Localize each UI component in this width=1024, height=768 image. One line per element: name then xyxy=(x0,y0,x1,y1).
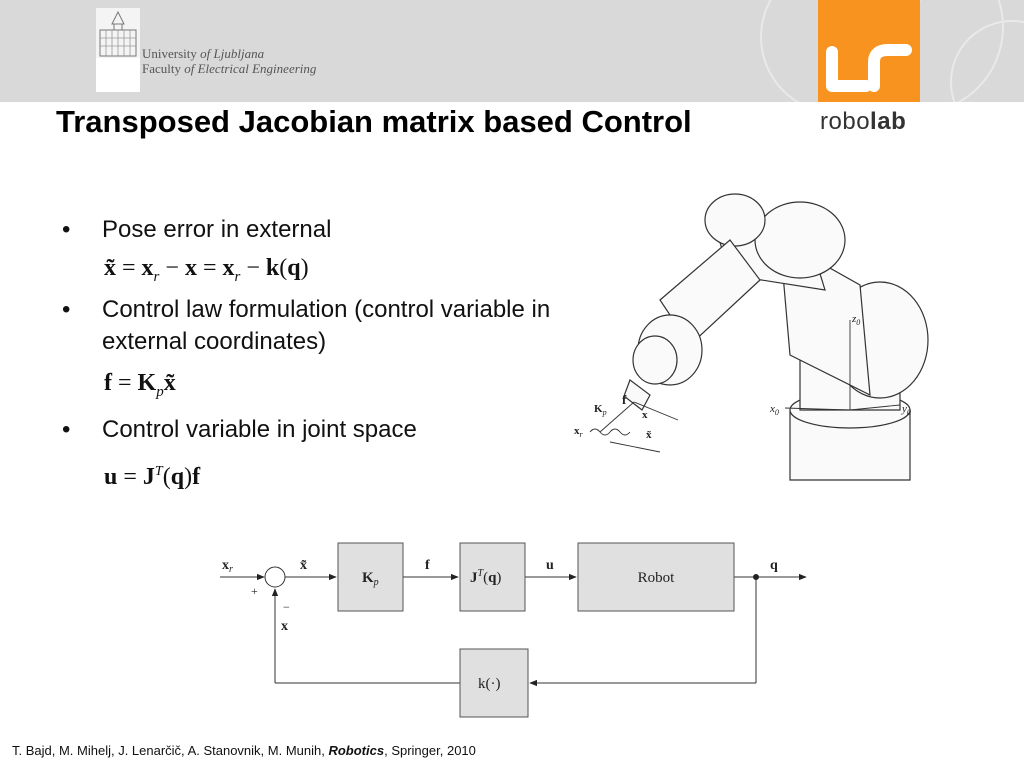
xr-label: xr xyxy=(574,425,584,439)
kinematics-block xyxy=(459,648,529,718)
error-label: x̃ xyxy=(300,558,307,573)
robolab-logo xyxy=(818,0,920,102)
bullet-text: Control law formulation (control variabl… xyxy=(102,296,551,355)
signal-u-label: u xyxy=(546,558,554,573)
robot-block xyxy=(577,542,735,612)
plus-sign: + xyxy=(251,584,258,598)
gain-block xyxy=(337,542,404,612)
citation-footer: T. Bajd, M. Mihelj, J. Lenarčič, A. Stan… xyxy=(12,743,476,758)
bullet-marker: • xyxy=(62,216,71,243)
robolab-wordmark: robolab xyxy=(820,108,907,135)
xtilde-label: x̃ xyxy=(646,429,652,441)
jacobian-block xyxy=(459,542,526,612)
lr-logo-icon xyxy=(826,44,912,92)
bullet-marker: • xyxy=(62,296,71,323)
robot-block-label: Robot xyxy=(638,570,676,586)
jacobian-block-label: JT(q) xyxy=(470,568,501,586)
bullet-text: Control variable in joint space xyxy=(102,416,417,443)
signal-q-label: q xyxy=(770,558,778,573)
kinematics-block-label: k(·) xyxy=(478,676,501,692)
signal-f-label: f xyxy=(425,558,430,573)
slide-title: Transposed Jacobian matrix based Control xyxy=(56,104,692,139)
joint-space-formula: u = JT(q)f xyxy=(104,464,201,490)
f-label: f xyxy=(622,392,627,407)
x-label: x xyxy=(642,409,648,421)
input-xr-label: xr xyxy=(222,558,233,575)
kp-label: Kp xyxy=(594,403,607,417)
branch-point xyxy=(753,574,759,580)
summing-junction xyxy=(264,566,286,588)
feedback-x-label: x xyxy=(281,619,288,634)
y0-label: y0 xyxy=(901,403,911,417)
minus-sign: − xyxy=(283,600,290,614)
x0-label: x0 xyxy=(769,403,779,417)
control-block-diagram: xr x̃ + − x Kp JT(q) Robot k(·) f u q xyxy=(220,542,807,718)
bullet-marker: • xyxy=(62,416,71,443)
university-building-logo xyxy=(96,8,140,92)
z0-label: z0 xyxy=(851,313,860,327)
institution-name: University of Ljubljana Faculty of Elect… xyxy=(142,46,317,76)
robot-arm-illustration: z0 x0 y0 Kp f x xr x̃ xyxy=(574,193,929,481)
pose-error-formula: x̃ = xr − x = xr − k(q) xyxy=(104,255,309,285)
bullet-text: Pose error in external xyxy=(102,216,332,243)
control-law-formula: f = Kpx̃ xyxy=(104,370,176,400)
